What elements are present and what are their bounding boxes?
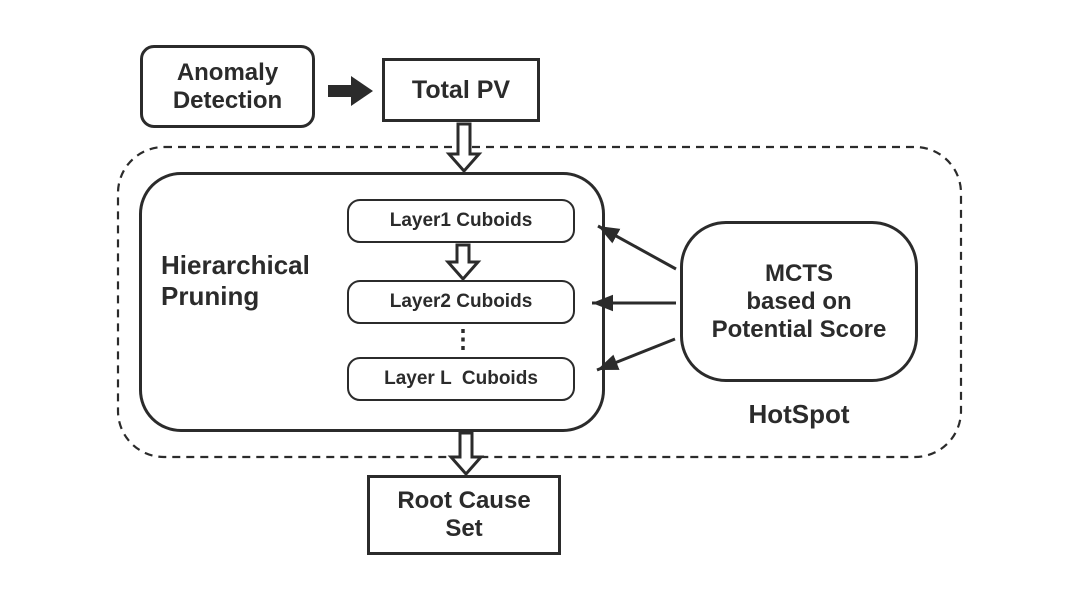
layer2-cuboids-node: Layer2 Cuboids xyxy=(347,280,575,324)
anomaly-detection-label-line1: Anomaly xyxy=(176,58,279,86)
layers-ellipsis-icon: ⋮ xyxy=(450,325,476,353)
root-cause-set-label-line2: Set xyxy=(445,515,483,542)
anomaly-detection-label-line2: Detection xyxy=(172,86,283,114)
layer2-cuboids-label: Layer2 Cuboids xyxy=(389,291,533,312)
root-cause-set-label-line1: Root Cause xyxy=(397,487,531,514)
arrow-total-pv-to-pruning-icon xyxy=(445,122,483,174)
layer-l-cuboids-node: Layer L Cuboids xyxy=(347,357,575,401)
layer1-cuboids-node: Layer1 Cuboids xyxy=(347,199,575,243)
arrow-pruning-to-root-cause-icon xyxy=(447,431,485,477)
mcts-label-line2: based on xyxy=(746,287,852,315)
hierarchical-pruning-label-line2: Pruning xyxy=(161,281,260,311)
mcts-label-line1: MCTS xyxy=(765,259,833,287)
arrow-anomaly-to-total-pv-icon xyxy=(328,76,373,106)
mcts-label-line3: Potential Score xyxy=(711,315,887,343)
layer-l-cuboids-label: Layer L Cuboids xyxy=(384,368,538,389)
arrow-mcts-to-layer1-icon xyxy=(597,224,677,271)
arrow-mcts-to-layer-l-icon xyxy=(596,337,676,372)
total-pv-label: Total PV xyxy=(411,75,511,104)
hotspot-label: HotSpot xyxy=(748,399,850,429)
root-cause-set-node: Root Cause Set xyxy=(367,475,561,555)
mcts-node: MCTS based on Potential Score xyxy=(680,221,918,382)
hierarchical-pruning-label: Hierarchical Pruning xyxy=(161,250,310,312)
hierarchical-pruning-label-line1: Hierarchical xyxy=(161,250,310,280)
layer1-cuboids-label: Layer1 Cuboids xyxy=(389,210,533,231)
total-pv-node: Total PV xyxy=(382,58,540,122)
anomaly-detection-node: Anomaly Detection xyxy=(140,45,315,128)
